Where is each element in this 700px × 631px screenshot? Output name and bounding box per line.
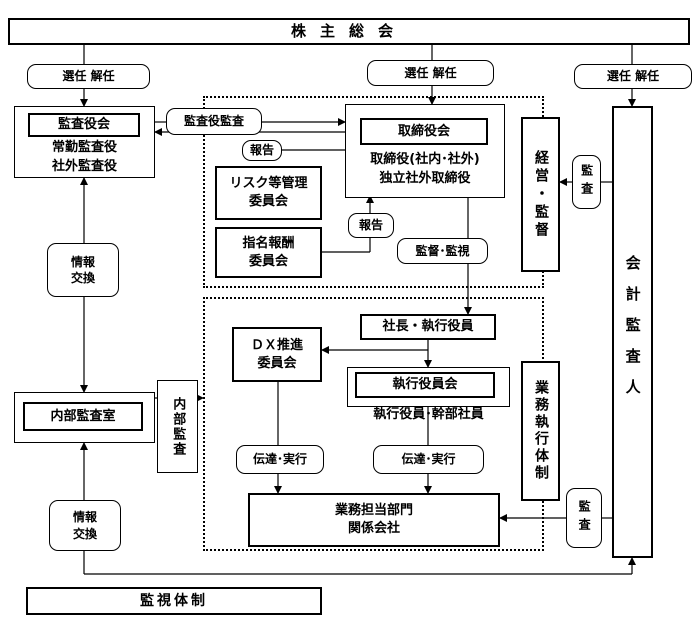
management-supervision-label: 経営・監督	[521, 117, 560, 272]
election-dismissal-label-auditors: 選任 解任	[27, 64, 150, 89]
audit-board-title: 監査役会	[28, 113, 140, 137]
internal-audit-office: 内部監査室	[23, 402, 143, 431]
report-label-nomination: 報告	[348, 213, 394, 238]
accounting-audit-label-board: 監査	[572, 155, 601, 209]
supervision-monitoring-label: 監督･監視	[397, 238, 488, 264]
internal-audit-label: 内部監査	[157, 380, 198, 473]
report-label-risk: 報告	[242, 140, 282, 161]
president-executive-officers: 社長・執行役員	[360, 314, 496, 340]
dx-promotion-committee: ＤＸ推進 委員会	[232, 327, 322, 382]
communicate-execute-label-exec: 伝達･実行	[373, 445, 484, 474]
election-dismissal-label-board: 選任 解任	[367, 60, 494, 86]
info-exchange-label-lower: 情報 交換	[49, 500, 121, 551]
nomination-compensation-committee: 指名報酬 委員会	[215, 227, 322, 278]
communicate-execute-label-dx: 伝達･実行	[236, 445, 324, 474]
executive-committee-members: 執行役員･幹部社員	[373, 407, 484, 422]
business-execution-structure-label: 業務執行体制	[521, 361, 560, 501]
accounting-auditor: 会計監査人	[612, 106, 653, 558]
board-of-directors-members: 取締役(社内･社外) 独立社外取締役	[370, 152, 480, 186]
business-units-affiliates: 業務担当部門 関係会社	[248, 493, 500, 547]
election-dismissal-label-accounting-auditor: 選任 解任	[574, 64, 692, 89]
shareholders-meeting: 株主総会	[8, 18, 690, 45]
executive-committee-title: 執行役員会	[355, 372, 495, 398]
audit-by-auditors-label: 監査役監査	[166, 108, 262, 135]
board-of-directors-title: 取締役会	[360, 118, 488, 145]
monitoring-structure-label: 監視体制	[26, 587, 322, 615]
info-exchange-label-upper: 情報 交換	[47, 243, 119, 297]
risk-management-committee: リスク等管理 委員会	[215, 166, 322, 220]
accounting-audit-label-business: 監査	[566, 488, 602, 548]
audit-board-members: 常勤監査役 社外監査役	[51, 140, 117, 174]
